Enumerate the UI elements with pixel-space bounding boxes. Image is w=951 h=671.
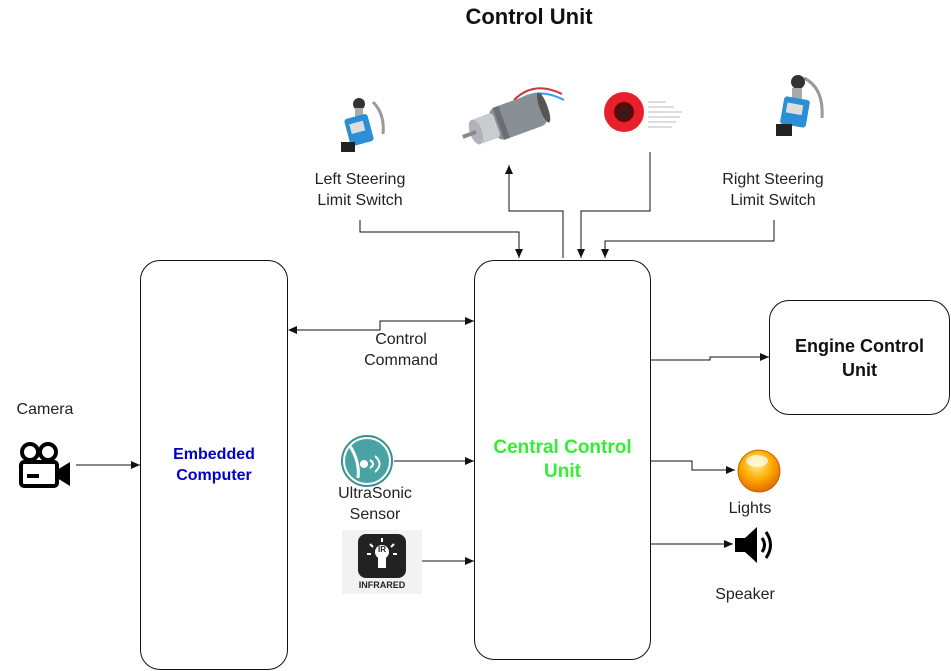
encoder-icon: [604, 92, 682, 132]
camera-icon: [19, 442, 70, 488]
engine-control-unit-label: Engine Control Unit: [795, 335, 924, 380]
right-switch-label: Right Steering Limit Switch: [722, 171, 824, 209]
control-command-label: Control Command: [364, 331, 438, 369]
central-control-unit-box: Central Control Unit: [474, 260, 651, 660]
lights-label: Lights: [728, 500, 772, 517]
wire-lights: [651, 460, 735, 474]
wire-engine: [651, 353, 769, 361]
limit-switch-icon: [776, 75, 824, 136]
infrared-text: INFRARED: [358, 580, 406, 590]
wire-control-command: [288, 317, 474, 334]
light-bulb-icon: [737, 449, 781, 493]
motor-icon: [462, 87, 565, 145]
central-control-unit-label: Central Control Unit: [493, 437, 632, 482]
ir-text: IR: [378, 545, 386, 554]
limit-switch-icon: [341, 98, 385, 152]
camera-label: Camera: [16, 401, 74, 418]
ultrasonic-label: UltraSonic Sensor: [338, 485, 412, 523]
speaker-label: Speaker: [715, 586, 775, 603]
embedded-computer-label: Embedded Computer: [173, 446, 255, 484]
engine-control-unit-box: Engine Control Unit: [769, 300, 950, 415]
infrared-icon: IR INFRARED: [342, 530, 422, 594]
wire-left-switch: [359, 220, 523, 258]
ultrasonic-icon: [341, 435, 393, 487]
wire-right-switch: [601, 220, 775, 258]
wire-motor: [505, 165, 564, 258]
speaker-icon: [735, 527, 772, 563]
wire-encoder: [577, 152, 651, 258]
left-switch-label: Left Steering Limit Switch: [314, 171, 406, 209]
embedded-computer-box: Embedded Computer: [140, 260, 288, 670]
diagram-title: Control Unit: [465, 4, 593, 29]
